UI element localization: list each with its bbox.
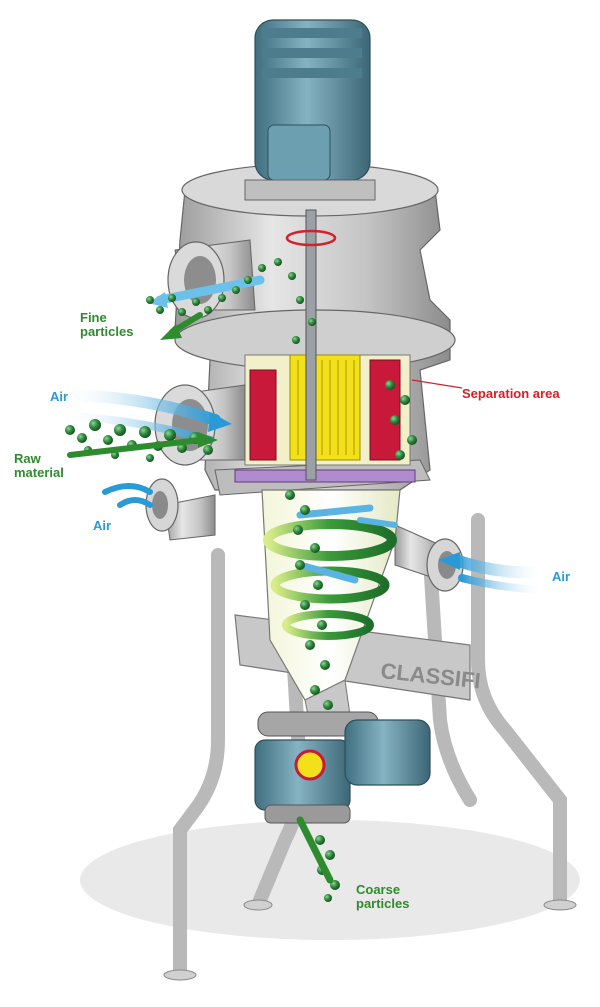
fine-outlet <box>167 239 256 319</box>
rotary-valve <box>254 711 431 824</box>
separation-chamber <box>234 354 416 483</box>
label-coarse-particles: Coarse particles <box>356 882 410 911</box>
rotation-arrow-top <box>285 229 337 247</box>
right-air-inlet <box>394 524 464 592</box>
guide-vanes-right <box>369 359 401 461</box>
label-air-right: Air <box>552 569 571 584</box>
guide-vanes-left <box>249 369 277 461</box>
label-separation-area: Separation area <box>462 386 560 401</box>
raw-material-inlet <box>154 384 246 466</box>
label-air-upper-left: Air <box>50 389 69 404</box>
terminal-box <box>267 124 331 181</box>
separation-area-pointer <box>411 379 463 389</box>
rotor-shaft <box>305 209 317 481</box>
label-air-lower-left: Air <box>93 518 112 533</box>
material-flow-arrows <box>67 312 334 884</box>
leg-feet <box>163 899 577 981</box>
valve-motor <box>344 719 431 786</box>
left-air-inlet <box>145 478 216 541</box>
label-fine-particles: Fine particles <box>80 310 134 339</box>
rotor-cage <box>289 354 361 461</box>
drive-motor <box>244 19 376 201</box>
label-raw-material: Raw material <box>14 451 64 480</box>
